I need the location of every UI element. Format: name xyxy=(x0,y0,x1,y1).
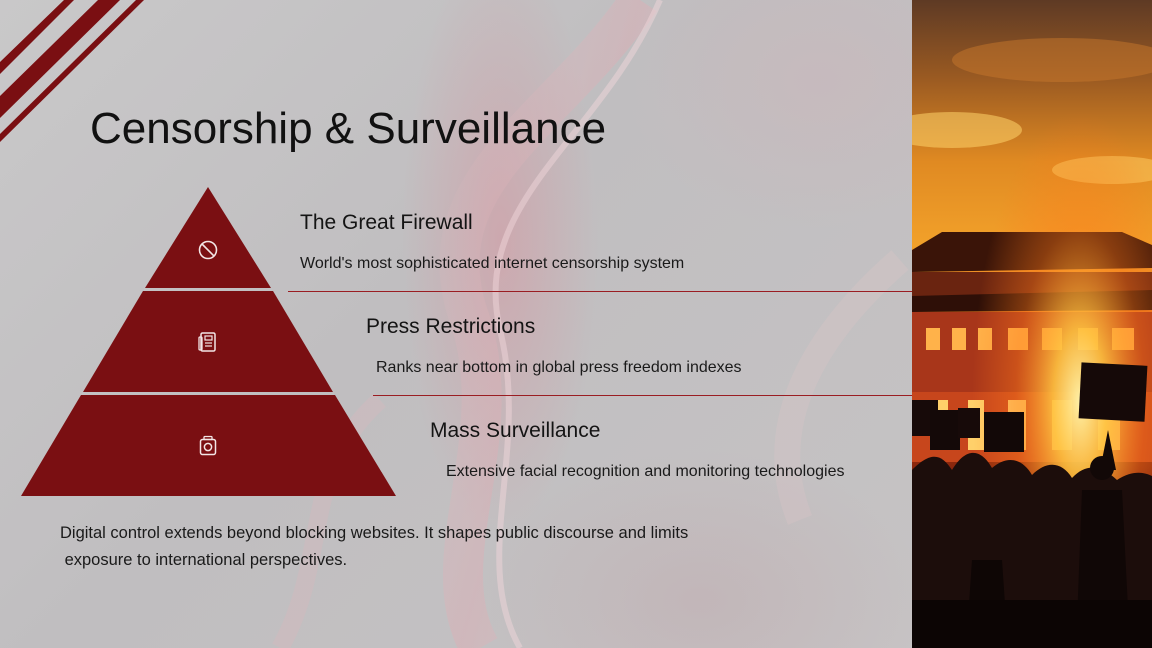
background-swirl xyxy=(439,0,663,648)
tier-description-great-firewall: World's most sophisticated internet cens… xyxy=(300,255,685,272)
summary-paragraph: Digital control extends beyond blocking … xyxy=(60,520,760,574)
slide-title: Censorship & Surveillance xyxy=(90,104,607,153)
summary-line: exposure to international perspectives. xyxy=(60,551,348,569)
protest-photo xyxy=(912,0,1152,648)
newspaper-icon xyxy=(196,330,220,354)
tier-title-great-firewall: The Great Firewall xyxy=(300,211,473,234)
pyramid-tier-bottom xyxy=(21,395,396,496)
prohibited-icon xyxy=(196,238,220,262)
pyramid-diagram xyxy=(21,187,396,496)
camera-icon xyxy=(196,434,220,458)
corner-stripes xyxy=(0,0,144,142)
pyramid-tier-top xyxy=(145,187,271,288)
divider-line xyxy=(373,395,912,396)
tier-description-press-restrictions: Ranks near bottom in global press freedo… xyxy=(376,359,742,376)
tier-title-mass-surveillance: Mass Surveillance xyxy=(430,419,601,442)
pyramid-tier-middle xyxy=(83,291,333,392)
divider-line xyxy=(288,291,912,292)
tier-title-press-restrictions: Press Restrictions xyxy=(366,315,536,338)
summary-line: Digital control extends beyond blocking … xyxy=(60,524,689,542)
tier-description-mass-surveillance: Extensive facial recognition and monitor… xyxy=(446,463,845,480)
